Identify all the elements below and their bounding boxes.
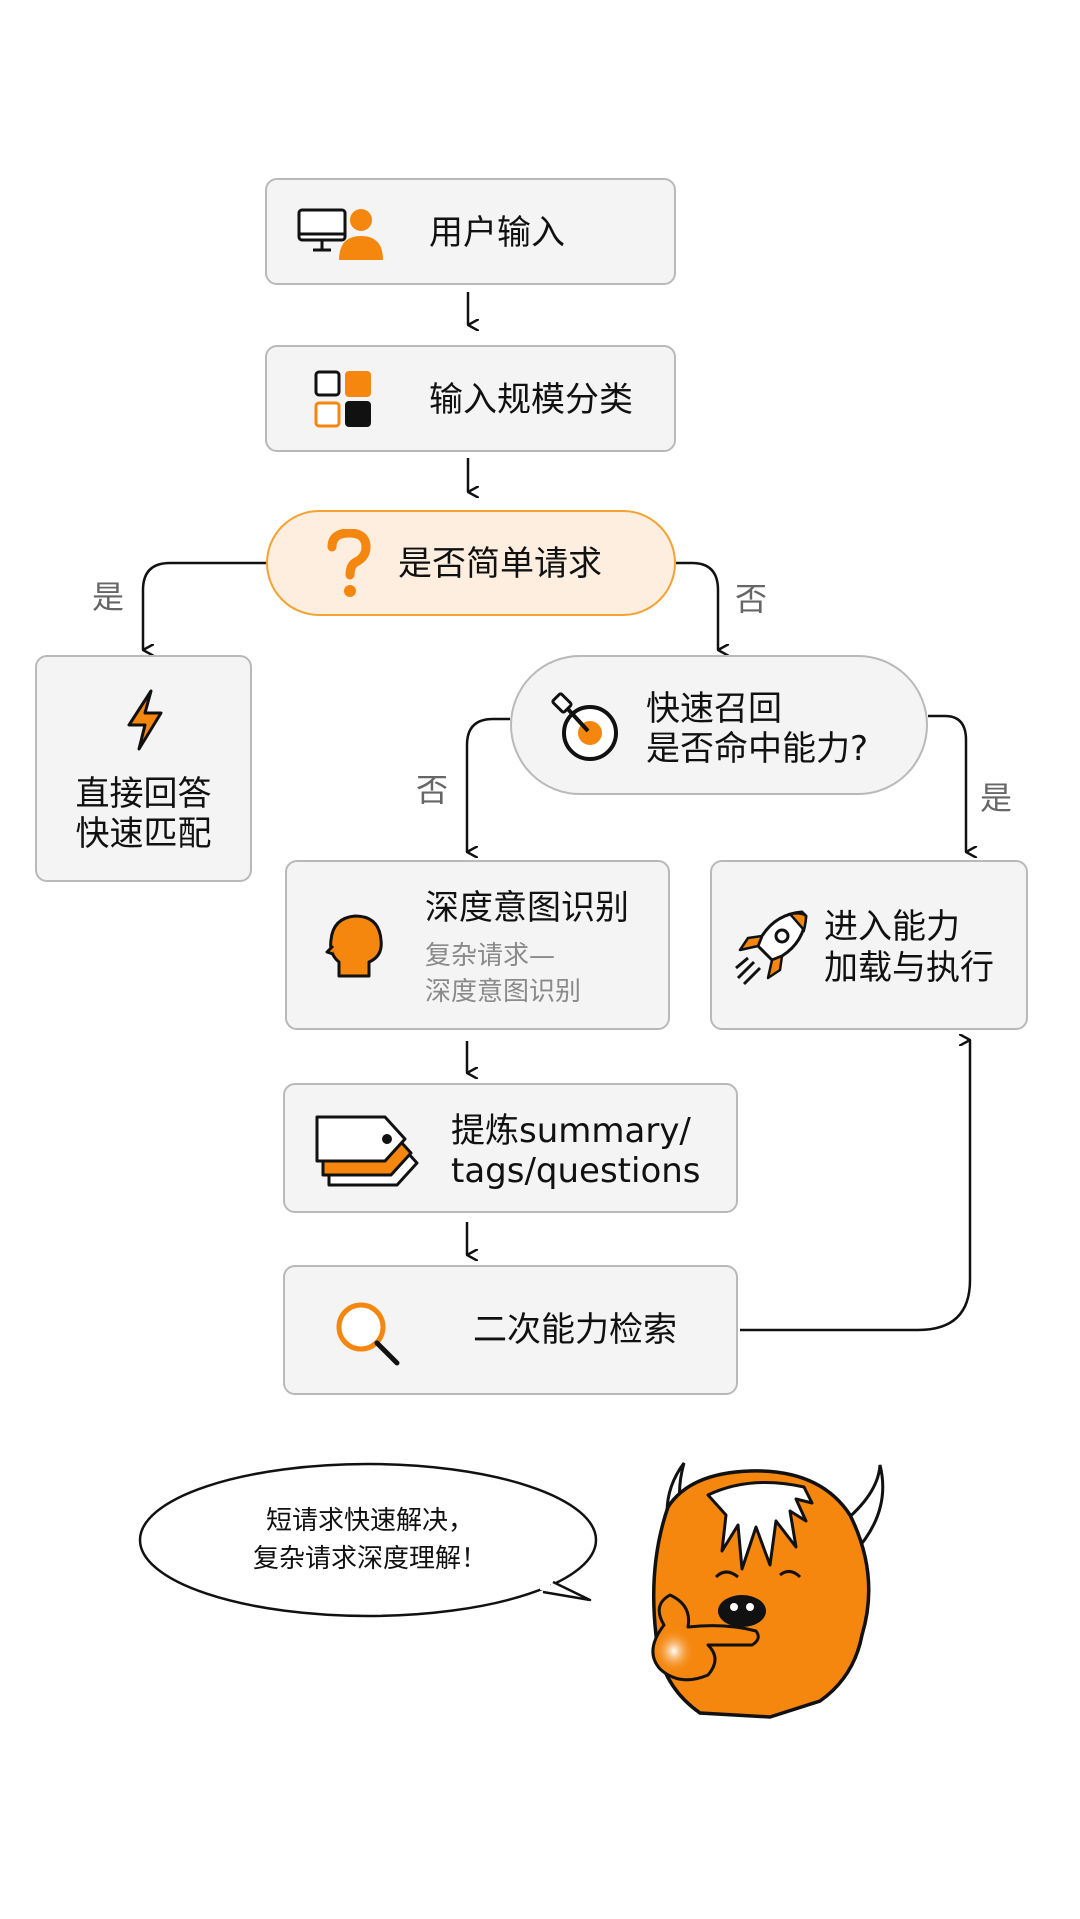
node-quick-recall-line2: 是否命中能力? — [646, 729, 869, 769]
edge-label-recall-no: 否 — [416, 771, 449, 809]
speech-line-2: 复杂请求深度理解！ — [252, 1543, 487, 1574]
node-extract: 提炼summary/ tags/questions — [283, 1083, 738, 1213]
node-input-scale-label: 输入规模分类 — [429, 380, 633, 420]
target-icon — [551, 692, 618, 761]
node-direct-answer: 直接回答 快速匹配 — [35, 655, 252, 882]
node-quick-recall-line1: 快速召回 — [646, 689, 782, 729]
edge-simple-no — [676, 561, 718, 650]
edge-recall-yes — [928, 714, 966, 852]
node-load-execute-line2: 加载与执行 — [824, 948, 994, 988]
rocket-icon — [735, 910, 808, 986]
head-icon — [325, 914, 383, 978]
node-direct-answer-line1: 直接回答 — [75, 774, 212, 814]
node-load-execute: 进入能力 加载与执行 — [710, 860, 1028, 1030]
question-icon — [327, 529, 371, 597]
node-user-input-label: 用户输入 — [429, 213, 565, 253]
edge-label-simple-yes: 是 — [92, 578, 125, 616]
node-simple-request: 是否简单请求 — [266, 510, 676, 616]
node-second-search: 二次能力检索 — [283, 1265, 738, 1395]
mascot-illustration — [651, 1462, 885, 1719]
node-user-input: 用户输入 — [265, 178, 676, 285]
node-load-execute-line1: 进入能力 — [824, 907, 960, 947]
node-extract-line1: 提炼summary/ — [451, 1111, 691, 1151]
speech-bubble — [138, 1462, 598, 1618]
node-deep-intent: 深度意图识别 复杂请求— 深度意图识别 — [285, 860, 670, 1030]
edge-recall-no — [465, 717, 510, 852]
speech-text: 短请求快速解决， 复杂请求深度理解！ — [135, 1503, 605, 1578]
edge-simple-yes — [141, 561, 266, 650]
node-second-search-label: 二次能力检索 — [473, 1310, 677, 1350]
tags-icon — [315, 1115, 419, 1187]
lightning-icon — [127, 689, 163, 751]
node-simple-request-label: 是否简单请求 — [398, 544, 602, 584]
monitor-user-icon — [297, 208, 383, 260]
edge-label-recall-yes: 是 — [980, 779, 1013, 817]
node-quick-recall: 快速召回 是否命中能力? — [510, 655, 928, 795]
node-deep-intent-sub2: 深度意图识别 — [425, 977, 582, 1007]
node-deep-intent-label: 深度意图识别 — [425, 888, 629, 928]
blocks-icon — [314, 370, 371, 428]
edge-label-simple-no: 否 — [735, 580, 768, 618]
search-icon — [336, 1302, 400, 1366]
node-direct-answer-line2: 快速匹配 — [75, 814, 212, 854]
node-extract-line2: tags/questions — [451, 1151, 701, 1191]
node-deep-intent-sub1: 复杂请求— — [425, 941, 556, 971]
speech-line-1: 短请求快速解决， — [265, 1506, 474, 1536]
edge-search-to-load — [740, 1040, 972, 1332]
node-input-scale: 输入规模分类 — [265, 345, 676, 452]
